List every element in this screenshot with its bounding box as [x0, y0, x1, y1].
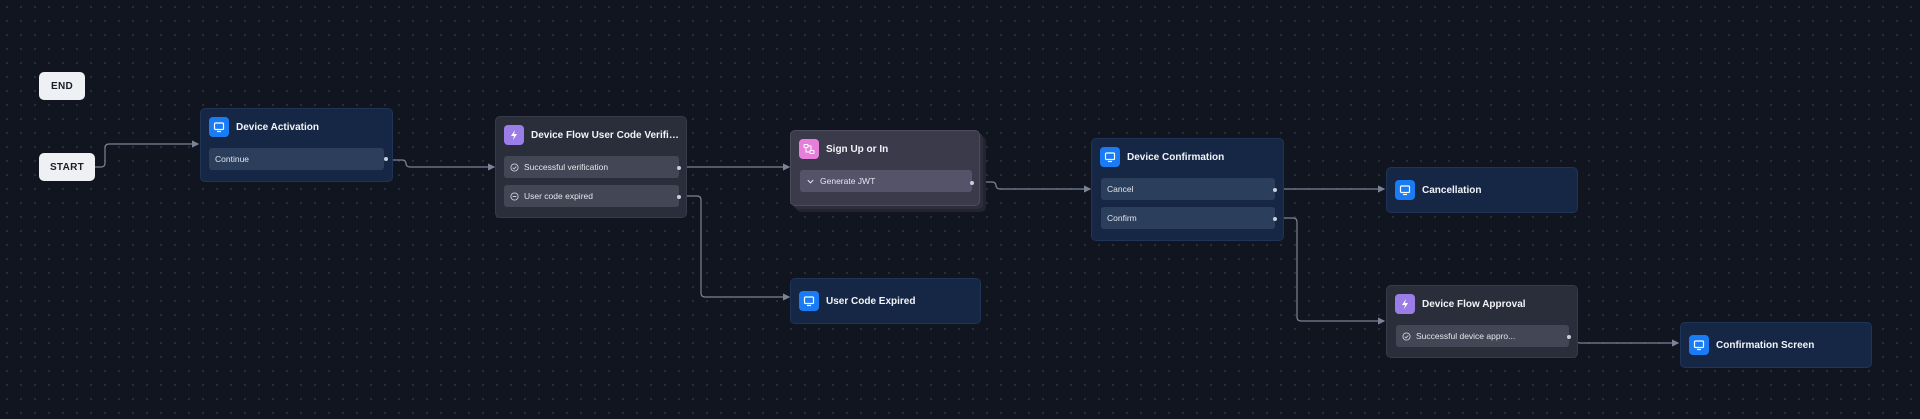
- user-code-expired-node[interactable]: User Code Expired: [790, 278, 981, 324]
- node-title: User Code Expired: [826, 295, 916, 307]
- node-title: Device Flow User Code Verificati...: [531, 129, 680, 141]
- start-node[interactable]: START: [39, 153, 95, 181]
- end-label: END: [50, 80, 73, 92]
- output-port[interactable]: [384, 157, 388, 161]
- minus-circle-icon: [510, 191, 519, 201]
- edge-confirm-to-approval: [1274, 217, 1386, 325]
- output-label: Successful device appro...: [1416, 331, 1516, 341]
- chevron-down-icon: [806, 177, 815, 186]
- screen-icon: [1100, 147, 1120, 167]
- node-title: Cancellation: [1422, 184, 1482, 196]
- lightning-icon: [504, 125, 524, 145]
- node-title: Sign Up or In: [826, 143, 889, 155]
- edge-jwt-to-device-confirmation: [971, 181, 1092, 193]
- output-generate-jwt[interactable]: Generate JWT: [800, 170, 972, 192]
- output-confirm[interactable]: Confirm: [1101, 207, 1275, 229]
- output-label: Generate JWT: [820, 176, 876, 186]
- output-successful-verification[interactable]: Successful verification: [504, 156, 679, 178]
- check-circle-icon: [1402, 331, 1411, 341]
- screen-icon: [1689, 335, 1709, 355]
- node-title: Device Activation: [236, 121, 319, 133]
- subflow-icon: [799, 139, 819, 159]
- output-label: Confirm: [1107, 213, 1137, 223]
- output-successful-device-approval[interactable]: Successful device appro...: [1396, 325, 1569, 347]
- output-label: User code expired: [524, 191, 593, 201]
- confirmation-screen-node[interactable]: Confirmation Screen: [1680, 322, 1872, 368]
- output-port[interactable]: [677, 166, 681, 170]
- output-port[interactable]: [970, 181, 974, 185]
- sign-up-or-in-node[interactable]: Sign Up or In Generate JWT: [790, 130, 980, 206]
- device-flow-user-code-node[interactable]: Device Flow User Code Verificati... Succ…: [495, 116, 687, 218]
- output-continue[interactable]: Continue: [209, 148, 384, 170]
- device-flow-approval-node[interactable]: Device Flow Approval Successful device a…: [1386, 285, 1578, 358]
- edge-continue-to-user-code: [385, 159, 496, 171]
- node-title: Confirmation Screen: [1716, 339, 1815, 351]
- check-circle-icon: [510, 162, 519, 172]
- screen-icon: [209, 117, 229, 137]
- output-port[interactable]: [677, 195, 681, 199]
- lightning-icon: [1395, 294, 1415, 314]
- edge-start-to-device-activation: [94, 140, 200, 168]
- output-label: Cancel: [1107, 184, 1134, 194]
- output-port[interactable]: [1273, 217, 1277, 221]
- output-label: Successful verification: [524, 162, 609, 172]
- device-confirmation-node[interactable]: Device Confirmation Cancel Confirm: [1091, 138, 1284, 241]
- output-port[interactable]: [1567, 335, 1571, 339]
- end-node[interactable]: END: [39, 72, 85, 100]
- node-title: Device Flow Approval: [1422, 298, 1526, 310]
- cancellation-node[interactable]: Cancellation: [1386, 167, 1578, 213]
- edge-approved-to-confirmation-screen: [1568, 335, 1680, 347]
- output-cancel[interactable]: Cancel: [1101, 178, 1275, 200]
- output-label: Continue: [215, 154, 250, 164]
- screen-icon: [799, 291, 819, 311]
- node-title: Device Confirmation: [1127, 151, 1225, 163]
- edge-expired-to-user-code-expired: [678, 195, 791, 301]
- output-port[interactable]: [1273, 188, 1277, 192]
- output-user-code-expired[interactable]: User code expired: [504, 185, 679, 207]
- screen-icon: [1395, 180, 1415, 200]
- device-activation-node[interactable]: Device Activation Continue: [200, 108, 393, 182]
- start-label: START: [49, 161, 85, 173]
